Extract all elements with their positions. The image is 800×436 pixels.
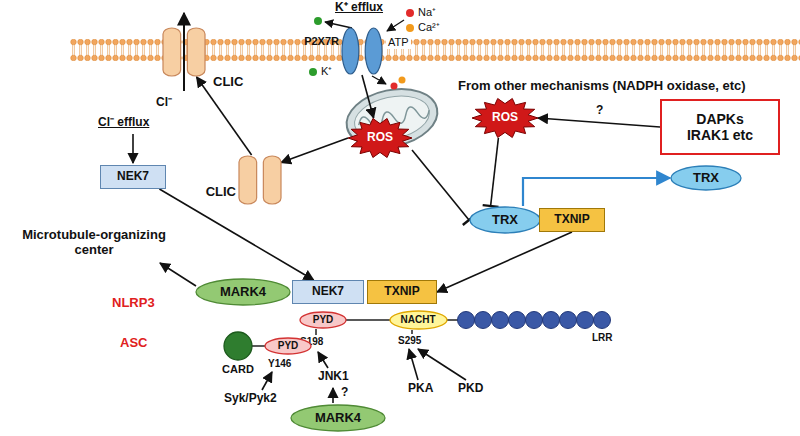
node-text: TRX <box>693 171 719 186</box>
domain-label: LRR <box>592 332 613 344</box>
arrow-connector <box>538 118 660 127</box>
inhibition-connector <box>412 150 475 225</box>
protein-name: ASC <box>120 336 147 351</box>
node-text: TXNIP <box>384 285 419 299</box>
site-label: S295 <box>398 335 421 347</box>
edge-label: ? <box>595 104 604 118</box>
domain-oval: NACHT <box>389 310 448 330</box>
arrow-connector <box>437 232 572 292</box>
arrow-connector <box>281 138 348 163</box>
kinase-label: PKD <box>458 382 483 396</box>
node-text: CLIC <box>213 75 243 90</box>
node-text: MARK4 <box>315 411 361 426</box>
domain-circle: CARD <box>223 331 253 361</box>
inhibition-connector <box>483 138 499 207</box>
node-text: NEK7 <box>312 285 344 299</box>
node-text: ROS <box>492 111 518 125</box>
flux-label: Cl⁻ efflux <box>98 116 149 130</box>
p2x-shape <box>342 27 382 75</box>
node-text: NEK7 <box>117 170 149 184</box>
protein-oval: TRX <box>670 165 742 191</box>
node-text: DAPKs IRAK1 etc <box>678 111 762 143</box>
protein-box: NEK7 <box>292 280 364 304</box>
question-mark: ? <box>341 386 348 400</box>
kinase-label: PKA <box>408 382 433 396</box>
organelle-label: Microtubule-organizing center <box>4 228 184 258</box>
pathway-arrows <box>133 134 466 403</box>
kinase-label: JNK1 <box>318 370 349 384</box>
ion-label: Ca²⁺ <box>418 21 440 34</box>
ros-burst: ROS <box>472 98 538 138</box>
node-text: PYD <box>278 340 299 352</box>
receptor-channel: P2X7R <box>342 27 382 75</box>
ion-flow <box>309 9 414 90</box>
ros-burst: ROS <box>348 118 412 158</box>
ion-label: K⁺ <box>321 65 332 78</box>
protein-box: TXNIP <box>367 280 437 304</box>
ion-label: Na⁺ <box>418 6 436 19</box>
ellipse-shape <box>223 331 253 361</box>
protein-box: NEK7 <box>100 165 166 189</box>
site-label: Y146 <box>268 358 291 370</box>
lrr-repeats <box>458 312 611 329</box>
node-text: MARK4 <box>220 285 266 300</box>
clic-shape <box>163 27 205 77</box>
node-text: CARD <box>222 363 254 376</box>
kinase-oval: MARK4 <box>195 278 291 306</box>
flux-label: K⁺ efflux <box>335 1 383 15</box>
node-text: P2X7R <box>304 35 339 48</box>
note-label: From other mechanisms (NADPH oxidase, et… <box>458 79 746 94</box>
node-text: TXNIP <box>554 213 589 227</box>
node-text: ROS <box>367 131 393 145</box>
ion-label: Cl⁻ <box>156 96 172 110</box>
ligand-label: ATP <box>386 36 411 49</box>
node-text: TRX <box>492 213 518 228</box>
clic-shape <box>239 155 281 205</box>
domain-oval: PYD <box>299 311 347 329</box>
arrow-connector <box>159 189 313 280</box>
protein-name: NLRP3 <box>112 296 155 311</box>
kinase-oval: MARK4 <box>290 404 386 432</box>
node-text: NACHT <box>401 314 436 326</box>
protein-oval: TRX <box>469 206 541 234</box>
protein-box: TXNIP <box>539 208 605 232</box>
chloride-channel: CLIC <box>163 27 205 77</box>
node-text: CLIC <box>206 185 236 200</box>
node-text: PYD <box>313 314 334 326</box>
kinase-label: Syk/Pyk2 <box>224 392 277 406</box>
arrow-connector <box>362 75 374 118</box>
arrow-connector <box>523 178 670 206</box>
kinase-box: DAPKs IRAK1 etc <box>660 99 780 155</box>
chloride-channel: CLIC <box>239 155 281 205</box>
domain-oval: PYD <box>264 337 312 355</box>
